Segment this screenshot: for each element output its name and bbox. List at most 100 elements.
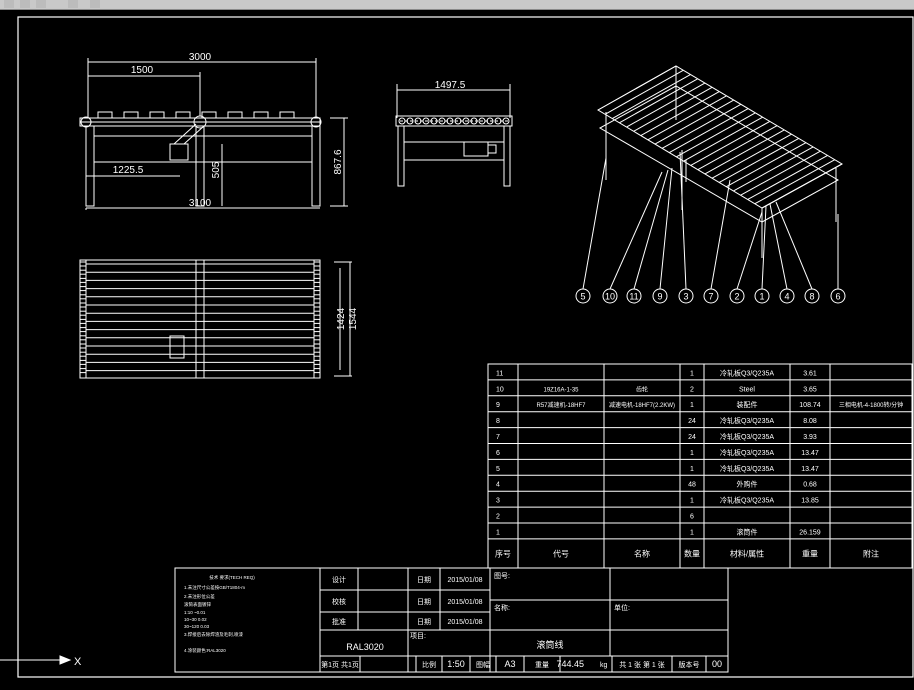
sheet-label: 第1页 共1页 xyxy=(321,660,359,669)
bom-cell-code: R57减速机-18HF7 xyxy=(536,401,586,409)
top-roller-end xyxy=(313,277,321,283)
bom-cell-material: 滚筒件 xyxy=(737,527,758,536)
bom-cell-note: 三相电机-4-1800转/分钟 xyxy=(839,401,903,409)
bom-cell-code: 19Z16A-1-35 xyxy=(543,387,579,393)
dim-half: 1500 xyxy=(131,65,154,76)
ucs-x-label: X xyxy=(74,656,82,668)
callout-bubble xyxy=(678,288,694,304)
bom-header-name: 名称 xyxy=(634,548,650,558)
top-roller-end xyxy=(313,335,321,341)
bom-cell-material: 装配件 xyxy=(737,400,758,409)
side-roller xyxy=(462,117,470,125)
save-icon[interactable] xyxy=(36,0,46,8)
side-roller xyxy=(398,117,406,125)
top-roller-end xyxy=(313,351,321,357)
approver-label: 批准 xyxy=(332,617,346,626)
top-roller-end xyxy=(313,294,321,300)
iso-roller xyxy=(647,95,727,141)
iso-roller xyxy=(669,108,749,154)
top-roller-end xyxy=(79,269,87,275)
bom-cell-weight: 0.68 xyxy=(803,482,817,489)
front-roller xyxy=(279,111,295,119)
callout-leader xyxy=(769,203,788,290)
callout-label: 11 xyxy=(629,292,638,302)
top-roller-end xyxy=(79,318,87,324)
bom-cell-name: 齿轮 xyxy=(636,385,648,393)
top-roller-end xyxy=(79,294,87,300)
front-roller xyxy=(149,111,165,119)
weight-value: 744.45 xyxy=(556,659,584,669)
dim-top-inner: 1424 xyxy=(336,307,347,330)
top-roller-end xyxy=(313,261,321,267)
bom-cell-no: 4 xyxy=(496,482,500,489)
side-roller xyxy=(406,117,414,125)
bom-cell-qty: 1 xyxy=(690,370,694,377)
side-roller xyxy=(470,117,478,125)
callout-leader xyxy=(775,201,813,290)
bom-cell-qty: 24 xyxy=(688,418,696,425)
size-label: 图幅 xyxy=(476,660,490,669)
callout-bubble xyxy=(754,288,770,304)
side-roller xyxy=(454,117,462,125)
iso-roller xyxy=(754,159,836,205)
callout-leader xyxy=(659,167,673,290)
bom-header-material: 材料/属性 xyxy=(730,548,764,558)
top-roller-end xyxy=(313,327,321,333)
cad-drawing-canvas[interactable]: 3000 1500 867.6 505 1225.5 3100 1497.5 xyxy=(0,10,914,685)
undo-icon[interactable] xyxy=(90,0,100,8)
iso-roller xyxy=(597,65,677,111)
callout-bubble xyxy=(703,288,719,304)
iso-roller xyxy=(619,78,698,124)
bom-cell-no: 2 xyxy=(496,514,500,521)
iso-roller xyxy=(640,91,720,137)
bom-cell-qty: 24 xyxy=(688,434,696,441)
part-name-label: 名称: xyxy=(494,603,510,612)
front-roller xyxy=(227,111,243,119)
side-view: 1497.5 xyxy=(395,80,513,187)
top-roller-end xyxy=(79,302,87,308)
callout-leader xyxy=(633,169,669,290)
callout-label: 10 xyxy=(605,292,615,302)
top-roller-end xyxy=(79,327,87,333)
date-label-1: 日期 xyxy=(417,576,431,584)
iso-roller xyxy=(711,133,792,179)
top-roller-end xyxy=(79,335,87,341)
bom-header-note: 附注 xyxy=(863,548,879,558)
callout-bubble xyxy=(626,288,642,304)
bom-cell-qty: 1 xyxy=(690,450,694,457)
scale-label: 比例 xyxy=(422,660,436,669)
front-view: 3000 1500 867.6 505 1225.5 3100 xyxy=(79,52,348,210)
front-roller xyxy=(97,111,113,119)
bom-cell-weight: 13.47 xyxy=(801,450,819,457)
callout-bubble xyxy=(575,288,591,304)
bom-cell-no: 1 xyxy=(496,529,500,536)
callout-label: 2 xyxy=(734,292,739,302)
top-roller-end xyxy=(313,310,321,316)
iso-roller xyxy=(747,155,828,200)
top-roller-end xyxy=(79,351,87,357)
bom-cell-material: 冷轧板Q3/Q235A xyxy=(720,464,774,473)
bom-cell-qty: 1 xyxy=(690,402,694,409)
date-3: 2015/01/08 xyxy=(447,619,482,626)
checker-label: 校核 xyxy=(332,597,346,606)
callout-bubble xyxy=(602,288,618,304)
top-roller-end xyxy=(313,318,321,324)
bom-cell-no: 10 xyxy=(496,386,504,393)
iso-roller xyxy=(740,150,821,196)
new-icon[interactable] xyxy=(4,0,14,8)
svg-text:30~120 0.03: 30~120 0.03 xyxy=(184,624,210,629)
callout-leader xyxy=(609,171,663,290)
bom-cell-material: 冷轧板Q3/Q235A xyxy=(720,368,774,377)
top-roller-end xyxy=(313,359,321,365)
bom-cell-no: 7 xyxy=(496,434,500,441)
open-icon[interactable] xyxy=(20,0,30,8)
svg-text:滚筒表面镀锌: 滚筒表面镀锌 xyxy=(184,601,211,608)
print-icon[interactable] xyxy=(68,0,78,8)
iso-roller xyxy=(661,103,742,149)
bom-cell-name: 减速电机-18HF7(2.2KW) xyxy=(609,401,675,409)
bom-header-code: 代号 xyxy=(553,548,569,558)
svg-text:1:10 ~0.01: 1:10 ~0.01 xyxy=(184,610,206,615)
date-label-2: 日期 xyxy=(417,598,431,606)
top-roller-end xyxy=(313,368,321,374)
